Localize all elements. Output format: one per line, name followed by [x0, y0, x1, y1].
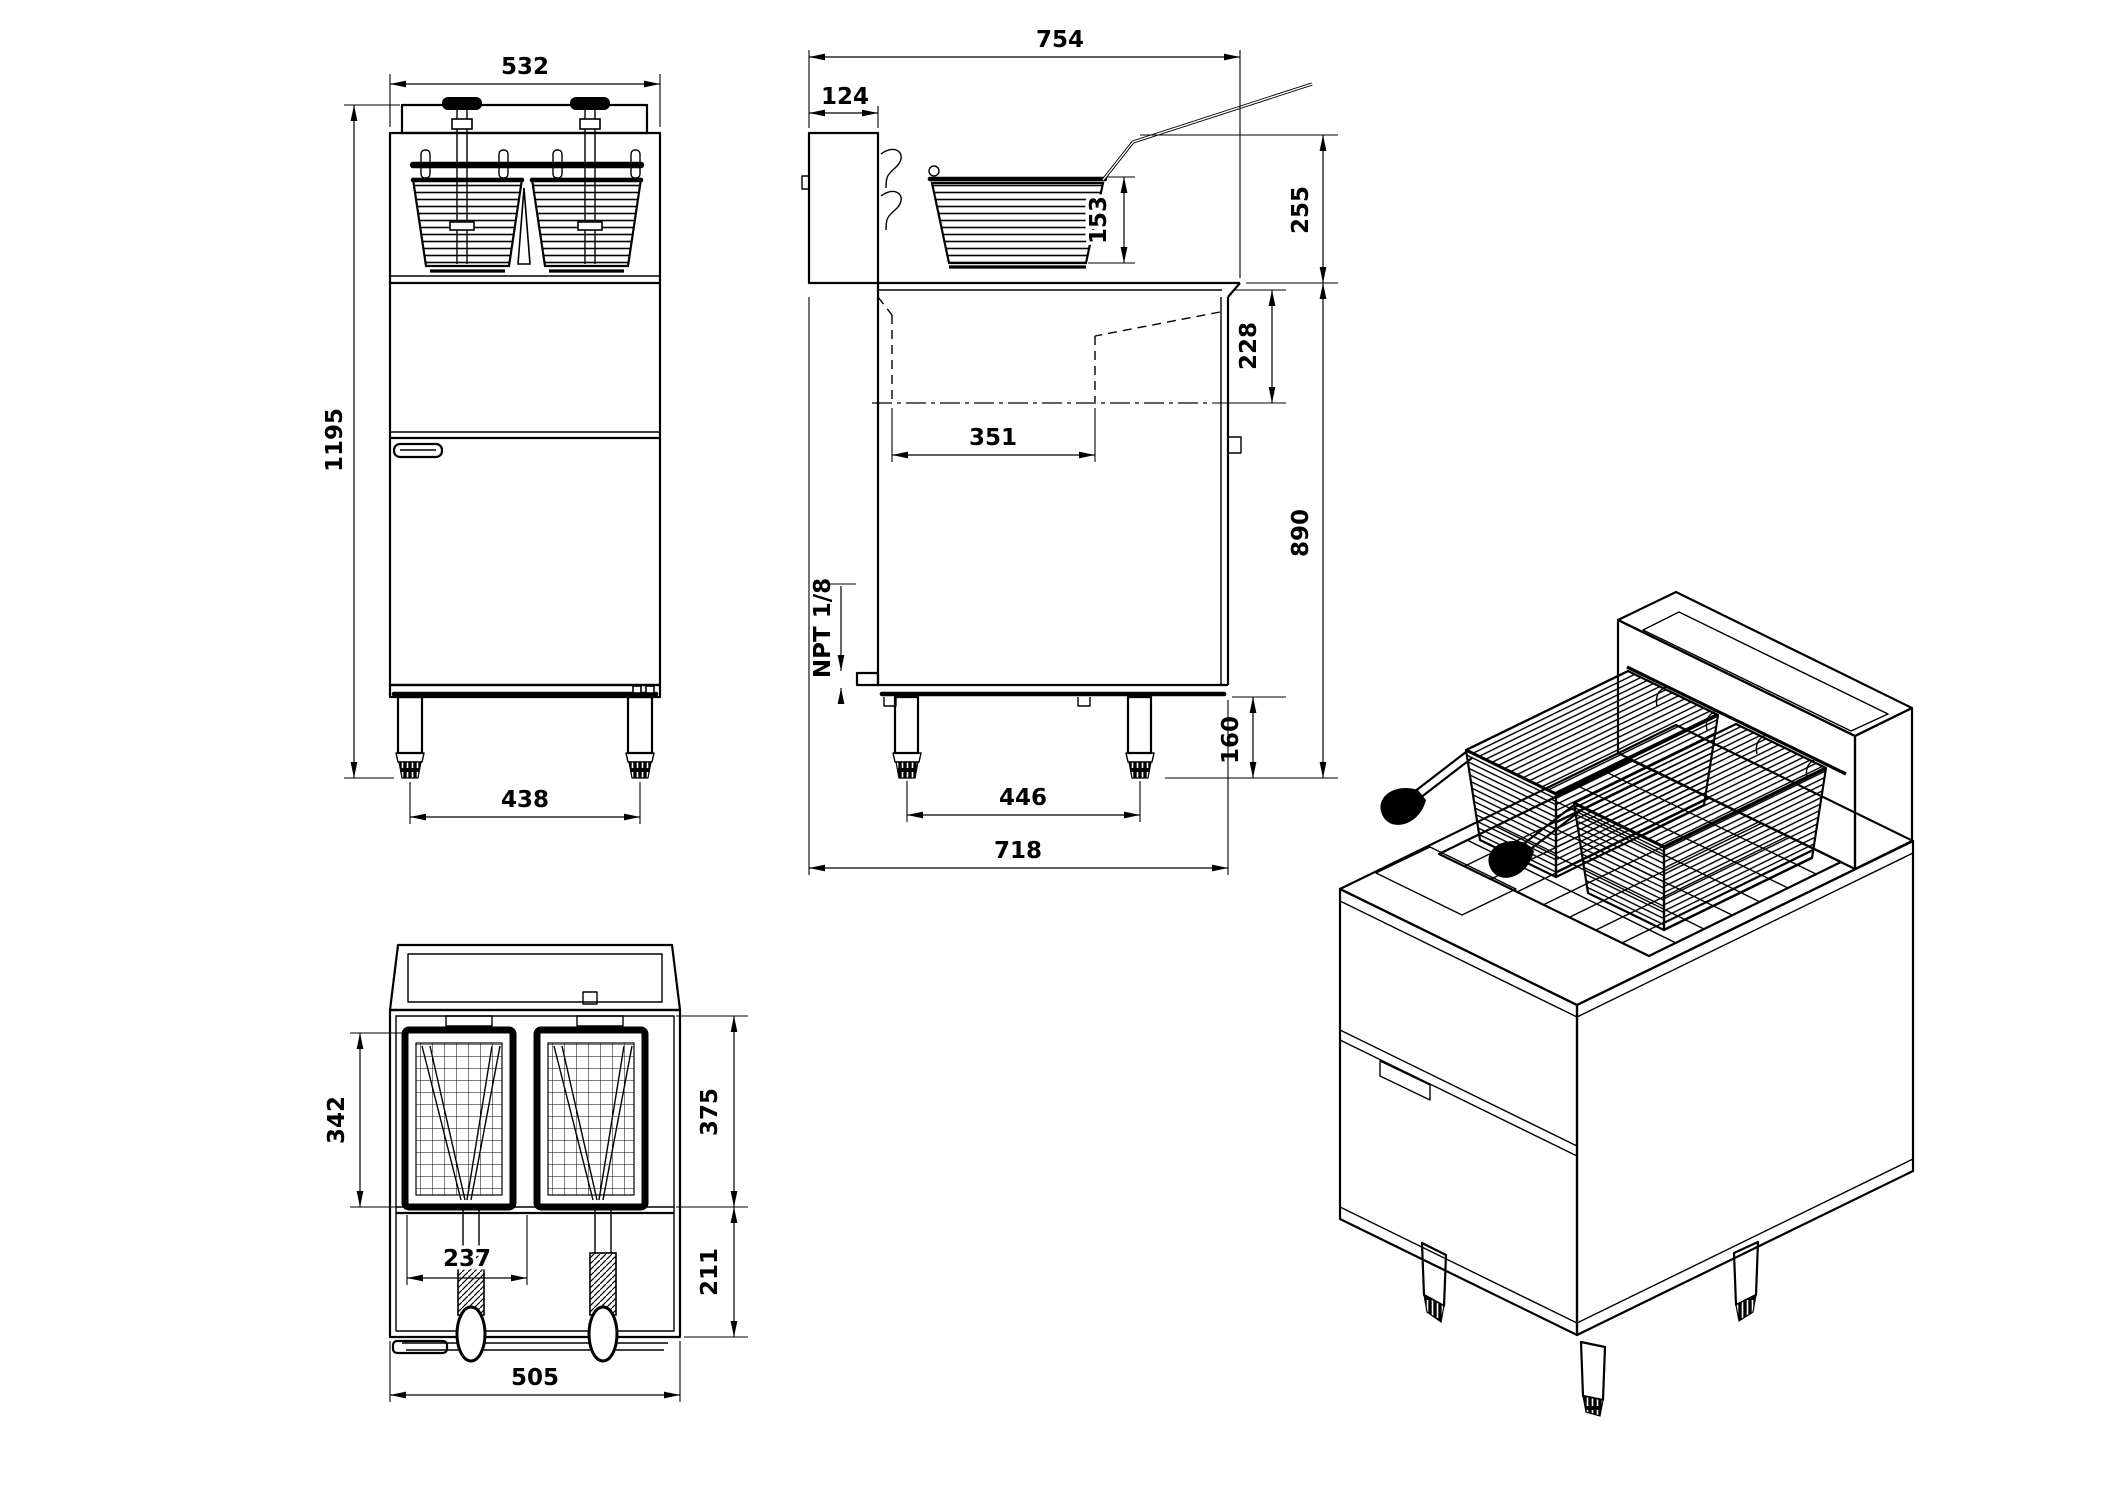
dim-side-overall-depth: 754 [808, 27, 1241, 278]
top-basket-left [401, 1026, 517, 1363]
dim-vat-width: 237 [406, 1215, 528, 1285]
dim-basket-depth: 342 [324, 1032, 402, 1208]
dim-flue-depth: 124 [809, 84, 879, 128]
dim-label-228: 228 [1236, 322, 1262, 370]
iso-basket-grip [1488, 841, 1534, 878]
iso-basket-grip [1380, 788, 1426, 825]
front-view: 532 1195 438 [322, 54, 662, 824]
dim-label-342: 342 [324, 1096, 350, 1144]
basket-grip [570, 97, 610, 110]
dim-label-532: 532 [501, 54, 549, 80]
side-basket [930, 181, 1105, 265]
dim-label-890: 890 [1288, 509, 1314, 557]
vat-divider [517, 187, 531, 265]
far-leg-bracket [1077, 697, 1091, 707]
dim-label-505: 505 [511, 1365, 559, 1391]
iso-door-handle [1379, 1060, 1431, 1101]
dim-label-160: 160 [1218, 716, 1244, 764]
dim-working-height: 890 [1165, 283, 1338, 779]
dim-label-153: 153 [1086, 196, 1112, 244]
dim-leg-height: 160 [1218, 696, 1286, 778]
dim-label-754: 754 [1036, 27, 1084, 53]
gas-connection-stub [855, 671, 880, 687]
dim-front-width: 532 [389, 54, 661, 127]
dim-label-211: 211 [697, 1248, 723, 1296]
dim-label-237: 237 [443, 1246, 491, 1272]
door-handle [392, 442, 444, 459]
dim-label-718: 718 [994, 838, 1042, 864]
door-handle-top [391, 1339, 449, 1355]
dim-label-446: 446 [999, 785, 1047, 811]
top-body-outline [388, 1008, 682, 1339]
dim-front-height: 1195 [322, 104, 400, 779]
dim-label-1195: 1195 [322, 408, 348, 472]
top-flue-band [388, 943, 682, 1012]
dim-tank-length: 351 [891, 408, 1096, 462]
dim-label-375: 375 [697, 1088, 723, 1136]
iso-front-face [1338, 887, 1579, 1337]
flue-panel [807, 131, 880, 285]
dim-vat-opening-depth: 375 [676, 1015, 748, 1208]
iso-flue-top [1616, 590, 1914, 738]
basket-handle-wire [1101, 82, 1313, 181]
side-legs [892, 695, 1155, 779]
isometric-view [1338, 590, 1915, 1417]
dim-upper-height: 255 [1140, 134, 1338, 284]
dim-basket-height: 153 [1083, 176, 1135, 264]
front-back-guard [400, 103, 649, 135]
gas-connection-label: NPT 1/8 [810, 578, 836, 678]
side-view: 754 124 153 255 228 [801, 27, 1338, 875]
front-legs [395, 695, 655, 779]
dim-front-ledge-depth: 211 [684, 1207, 748, 1338]
dim-tank-depth: 228 [1212, 289, 1286, 404]
iso-drain-cover [1375, 846, 1517, 916]
iso-legs [1420, 1240, 1760, 1417]
dim-label-351: 351 [969, 425, 1017, 451]
dim-body-depth: 718 [808, 297, 1229, 875]
front-bottom-rail [388, 683, 662, 699]
dim-label-124: 124 [821, 84, 869, 110]
dim-label-438: 438 [501, 787, 549, 813]
top-basket-right [533, 1026, 649, 1363]
dim-top-overall-width: 505 [389, 1341, 681, 1402]
dim-front-foot-centers: 438 [409, 782, 641, 824]
drain-handle [1227, 436, 1242, 454]
callout-gas-connection: NPT 1/8 [810, 578, 856, 704]
top-view: 342 375 211 237 505 [324, 943, 748, 1402]
dim-label-255: 255 [1288, 186, 1314, 234]
dim-side-foot-centers: 446 [906, 781, 1141, 822]
iso-hanger-bar [1626, 665, 1847, 776]
hanger-hook [880, 148, 902, 189]
basket-grip [442, 97, 482, 110]
iso-basket-right [1488, 722, 1828, 932]
hanger-hook [880, 190, 902, 231]
